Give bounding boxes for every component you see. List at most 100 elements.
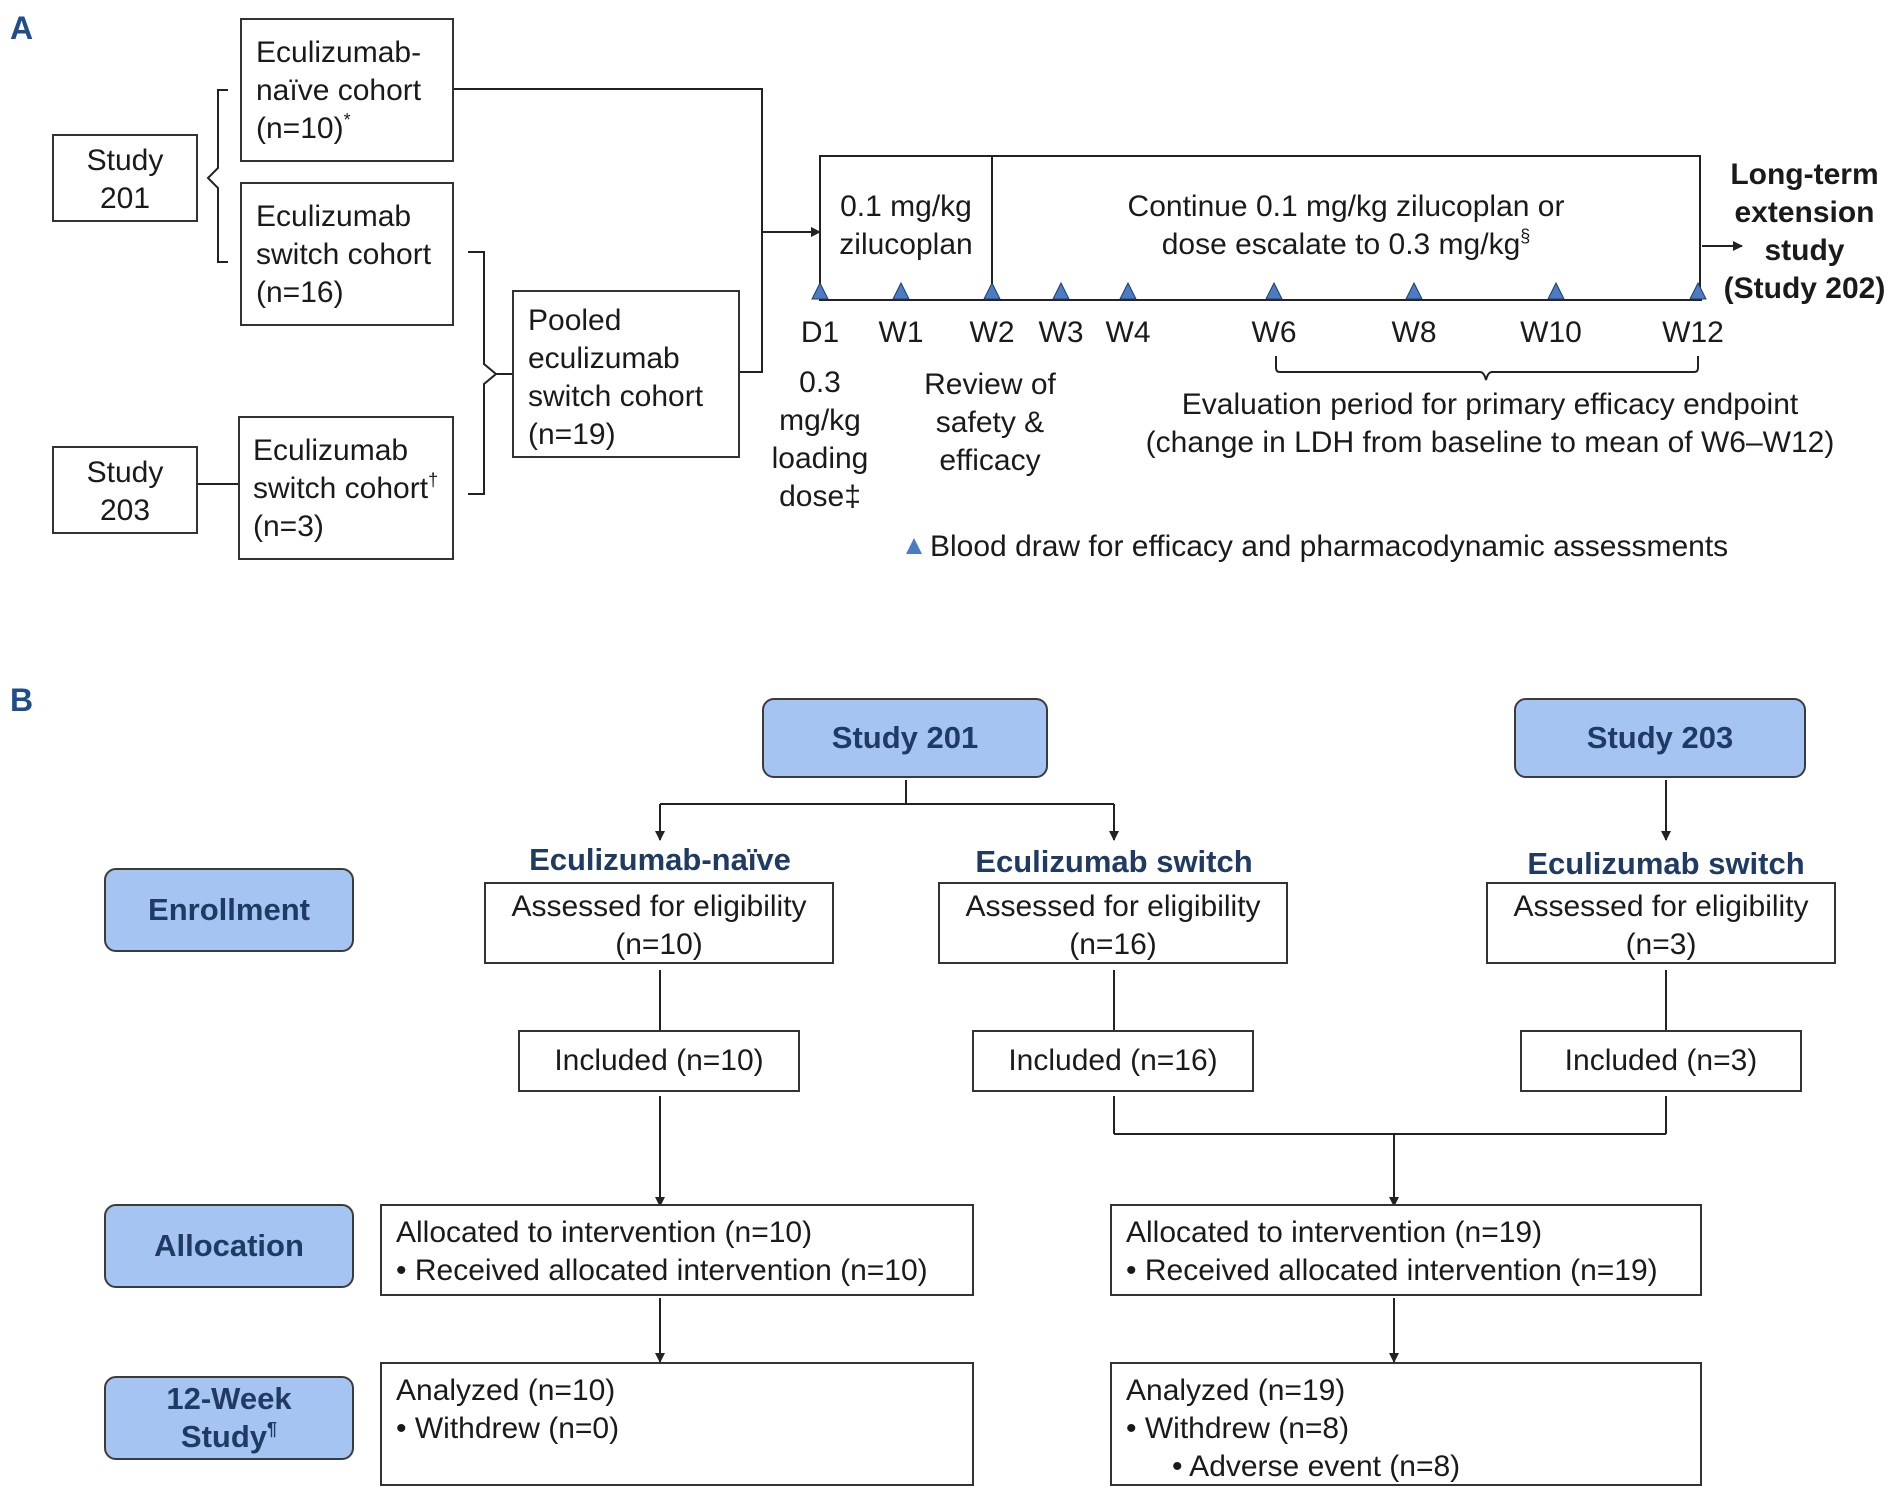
extension-line3: study — [1764, 234, 1845, 267]
stage-12week-line1: 12-Week — [166, 1381, 292, 1416]
study203-label: Study 203 — [86, 456, 164, 527]
anal-naive-line2: • Withdrew (n=0) — [396, 1412, 620, 1445]
stage-enrollment: Enrollment — [104, 868, 354, 952]
evaluation-line1: Evaluation period for primary efficacy e… — [1181, 388, 1799, 421]
marker-triangle — [1547, 281, 1565, 300]
pooled-line3: switch cohort — [528, 380, 704, 413]
panel-label-a: A — [10, 10, 34, 46]
pooled-line2: eculizumab — [528, 342, 680, 375]
evaluation-line2: (change in LDH from baseline to mean of … — [1145, 426, 1835, 459]
assess-naive-line2: (n=10) — [615, 928, 703, 961]
switch-cohort-201-line3: (n=16) — [256, 276, 344, 309]
switch-cohort-201-box: Eculizumab switch cohort (n=16) — [240, 182, 454, 326]
assess-switch201-line1: Assessed for eligibility — [965, 890, 1261, 923]
assess-box-naive: Assessed for eligibility (n=10) — [484, 882, 834, 964]
blood-draw-markers — [811, 281, 1707, 300]
assess-switch203-line2: (n=3) — [1625, 928, 1697, 961]
switch-cohort-203-box: Eculizumab switch cohort† (n=3) — [238, 416, 454, 560]
anal-switch-line3: • Adverse event (n=8) — [1172, 1450, 1461, 1483]
marker-triangle — [1052, 281, 1070, 300]
loading-line4: dose‡ — [779, 480, 861, 513]
loading-line2: mg/kg — [779, 404, 861, 437]
allocation-box-switch: Allocated to intervention (n=19) • Recei… — [1110, 1204, 1702, 1296]
legend-text: Blood draw for efficacy and pharmacodyna… — [930, 530, 1729, 563]
included-box-switch-203: Included (n=3) — [1520, 1030, 1802, 1092]
study201-box: Study 201 — [52, 134, 198, 222]
marker-triangle — [1405, 281, 1423, 300]
tick-label: W3 — [1038, 316, 1084, 349]
loading-line1: 0.3 — [799, 366, 841, 399]
marker-triangle — [1119, 281, 1137, 300]
phase1-label: 0.1 mg/kg zilucoplan — [822, 188, 990, 264]
assess-switch203-line1: Assessed for eligibility — [1513, 890, 1809, 923]
tick-label: W12 — [1662, 316, 1724, 349]
allocation-box-naive: Allocated to intervention (n=10) • Recei… — [380, 1204, 974, 1296]
triangle-marker-icon — [906, 538, 922, 554]
analyzed-box-naive: Analyzed (n=10) • Withdrew (n=0) — [380, 1362, 974, 1486]
switch-cohort-201-line2: switch cohort — [256, 238, 432, 271]
phase1-line1: 0.1 mg/kg — [840, 190, 972, 223]
naive-cohort-line2: naïve cohort — [256, 74, 422, 107]
panel-label-b: B — [10, 682, 34, 718]
review-label: Review of safety & efficacy — [900, 366, 1080, 480]
naive-cohort-line1: Eculizumab- — [256, 36, 422, 69]
anal-switch-line2: • Withdrew (n=8) — [1126, 1412, 1350, 1445]
tick-label: W8 — [1391, 316, 1437, 349]
switch-brace — [468, 251, 498, 495]
alloc-switch-line1: Allocated to intervention (n=19) — [1126, 1216, 1543, 1249]
pooled-line4: (n=19) — [528, 418, 616, 451]
assess-switch201-line2: (n=16) — [1069, 928, 1157, 961]
study201-label: Study 201 — [86, 144, 164, 215]
blood-draw-legend: Blood draw for efficacy and pharmacodyna… — [906, 528, 1806, 566]
review-line3: efficacy — [939, 444, 1041, 477]
marker-triangle — [811, 281, 829, 300]
study201-brace — [206, 89, 228, 263]
tick-label: W4 — [1105, 316, 1151, 349]
marker-triangle — [983, 281, 1001, 300]
phase2-line2: dose escalate to 0.3 mg/kg§ — [1161, 226, 1531, 261]
assess-box-switch-203: Assessed for eligibility (n=3) — [1486, 882, 1836, 964]
study203-box: Study 203 — [52, 446, 198, 534]
extension-line2: extension — [1734, 196, 1875, 229]
review-line1: Review of — [924, 368, 1056, 401]
stage-12-week-study: 12-Week Study¶ — [104, 1376, 354, 1460]
col-title-naive: Eculizumab-naïve — [529, 842, 791, 877]
alloc-switch-line2: • Received allocated intervention (n=19) — [1126, 1254, 1658, 1287]
stage-12week-line2: Study¶ — [180, 1419, 278, 1454]
evaluation-period-label: Evaluation period for primary efficacy e… — [1100, 386, 1880, 462]
col-title-switch-201: Eculizumab switch — [975, 844, 1253, 879]
loading-dose-label: 0.3 mg/kg loading dose‡ — [750, 364, 890, 516]
switch-cohort-203-line1: Eculizumab — [253, 434, 409, 467]
naive-cohort-line3: (n=10)* — [256, 110, 351, 145]
tick-label: W2 — [969, 316, 1015, 349]
phase2-line1: Continue 0.1 mg/kg zilucoplan or — [1127, 190, 1565, 223]
extension-study-label: Long-term extension study (Study 202) — [1712, 156, 1897, 308]
assess-box-switch-201: Assessed for eligibility (n=16) — [938, 882, 1288, 964]
alloc-naive-line1: Allocated to intervention (n=10) — [396, 1216, 813, 1249]
included-box-switch-201: Included (n=16) — [972, 1030, 1254, 1092]
marker-triangle — [1265, 281, 1283, 300]
included-box-naive: Included (n=10) — [518, 1030, 800, 1092]
naive-to-timeline — [452, 88, 763, 373]
marker-triangle — [1689, 281, 1707, 300]
study201-header: Study 201 — [762, 698, 1048, 778]
marker-triangle — [892, 281, 910, 300]
switch-cohort-203-line3: (n=3) — [253, 510, 324, 543]
phase1-line2: zilucoplan — [839, 228, 973, 261]
naive-cohort-box: Eculizumab- naïve cohort (n=10)* — [240, 18, 454, 162]
review-line2: safety & — [935, 406, 1045, 439]
extension-line4: (Study 202) — [1723, 272, 1886, 305]
switch-cohort-203-line2: switch cohort† — [253, 470, 439, 505]
pooled-cohort-box: Pooled eculizumab switch cohort (n=19) — [512, 290, 740, 458]
loading-line3: loading — [771, 442, 869, 475]
tick-label: W10 — [1520, 316, 1582, 349]
anal-naive-line1: Analyzed (n=10) — [396, 1374, 616, 1407]
stage-allocation: Allocation — [104, 1204, 354, 1288]
analyzed-box-switch: Analyzed (n=19) • Withdrew (n=8) • Adver… — [1110, 1362, 1702, 1486]
evaluation-bracket — [1275, 356, 1699, 381]
tick-label: W1 — [878, 316, 924, 349]
assess-naive-line1: Assessed for eligibility — [511, 890, 807, 923]
phase2-label: Continue 0.1 mg/kg zilucoplan or dose es… — [994, 188, 1698, 264]
